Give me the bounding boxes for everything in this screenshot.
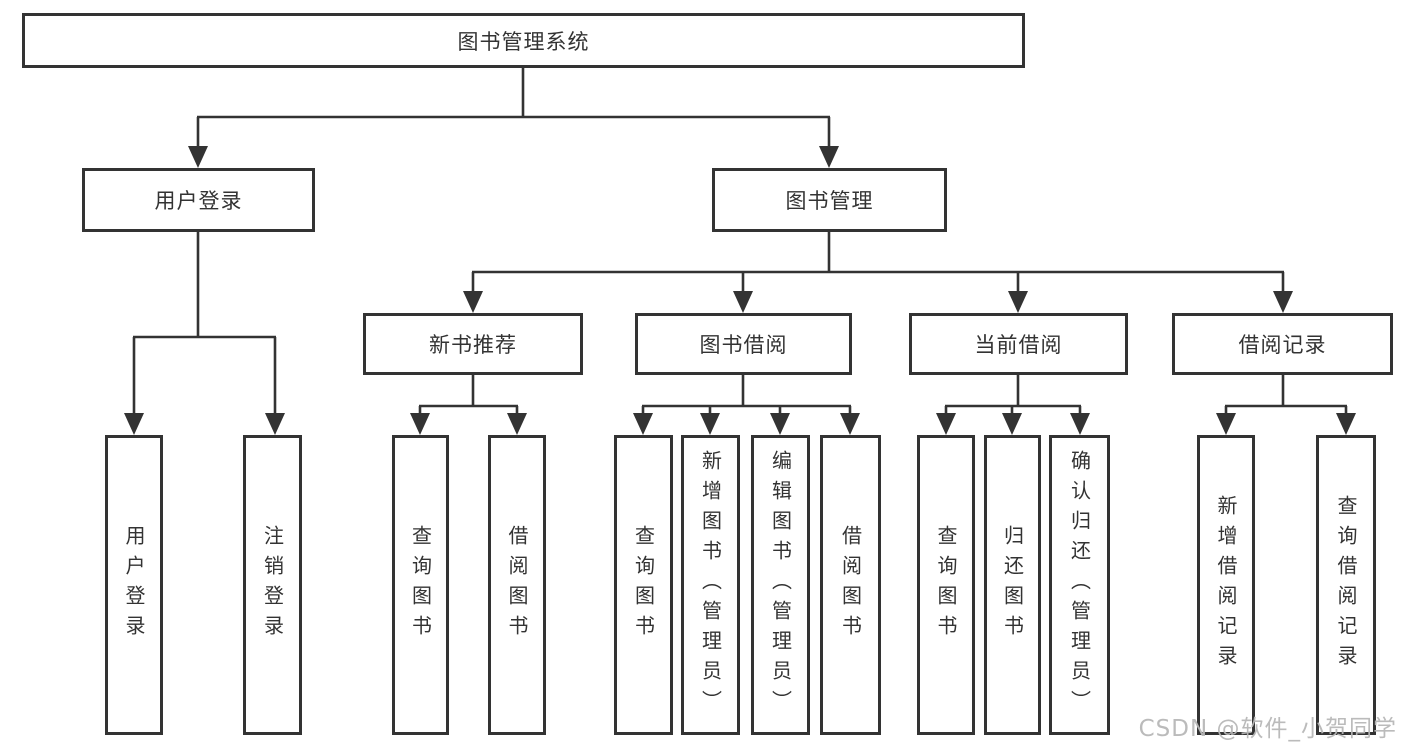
node-label: 新增借阅记录 (1214, 495, 1238, 675)
leaf-edit-books-admin: 编辑图书（管理员） (751, 435, 810, 735)
leaf-confirm-return-admin: 确认归还（管理员） (1049, 435, 1110, 735)
node-label: 注销登录 (260, 525, 285, 645)
leaf-add-books-admin: 新增图书（管理员） (681, 435, 740, 735)
node-label: 归还图书 (1000, 525, 1025, 645)
leaf-query-books-recommend: 查询图书 (392, 435, 449, 735)
node-root-system: 图书管理系统 (22, 13, 1025, 68)
node-label: 新书推荐 (429, 333, 517, 357)
node-label: 编辑图书（管理员） (768, 450, 793, 720)
node-label: 查询图书 (631, 525, 656, 645)
node-new-book-recommend: 新书推荐 (363, 313, 583, 375)
node-label: 用户登录 (122, 525, 146, 645)
node-label: 借阅图书 (505, 525, 529, 645)
node-label: 图书借阅 (699, 333, 788, 357)
leaf-return-books: 归还图书 (984, 435, 1041, 735)
node-user-login: 用户登录 (82, 168, 315, 232)
node-label: 查询借阅记录 (1334, 495, 1358, 675)
node-book-borrow: 图书借阅 (635, 313, 852, 375)
leaf-query-books-current: 查询图书 (917, 435, 975, 735)
leaf-logout: 注销登录 (243, 435, 302, 735)
node-label: 借阅图书 (838, 525, 863, 645)
node-label: 确认归还（管理员） (1067, 450, 1092, 720)
node-label: 用户登录 (154, 189, 243, 213)
node-label: 查询图书 (408, 525, 433, 645)
node-borrow-record: 借阅记录 (1172, 313, 1393, 375)
leaf-query-books-borrow: 查询图书 (614, 435, 673, 735)
leaf-query-borrow-record: 查询借阅记录 (1316, 435, 1376, 735)
node-label: 图书管理系统 (457, 29, 590, 54)
leaf-borrow-books-recommend: 借阅图书 (488, 435, 546, 735)
node-label: 图书管理 (785, 189, 874, 213)
node-label: 当前借阅 (974, 333, 1063, 357)
node-label: 查询图书 (934, 525, 958, 645)
node-label: 新增图书（管理员） (698, 450, 723, 720)
node-book-management: 图书管理 (712, 168, 947, 232)
leaf-add-borrow-record: 新增借阅记录 (1197, 435, 1255, 735)
node-label: 借阅记录 (1238, 333, 1327, 357)
arrowhead-icons (124, 146, 1356, 435)
leaf-user-login: 用户登录 (105, 435, 163, 735)
leaf-borrow-books: 借阅图书 (820, 435, 881, 735)
node-current-borrow: 当前借阅 (909, 313, 1128, 375)
